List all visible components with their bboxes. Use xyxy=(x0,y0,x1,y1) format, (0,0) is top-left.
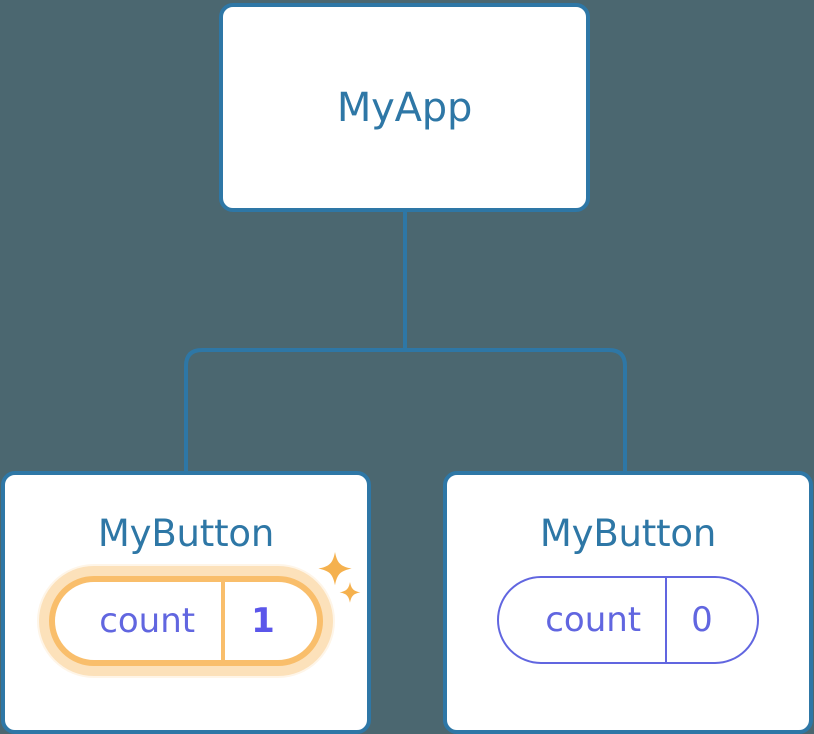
node-mybutton-2[interactable]: MyButton count 0 xyxy=(443,471,813,734)
node-mybutton-1[interactable]: MyButton count 1 xyxy=(1,471,371,734)
state-pill-count-1[interactable]: count 1 xyxy=(49,576,323,666)
state-value-1: 1 xyxy=(251,601,275,641)
state-key-1: count xyxy=(99,601,196,641)
node-mybutton-2-label: MyButton xyxy=(539,512,717,555)
state-pill-wrapper-1: count 1 xyxy=(49,552,361,666)
state-pill-divider-1 xyxy=(221,582,226,660)
connector-branch-left xyxy=(184,348,405,473)
node-myapp[interactable]: MyApp xyxy=(219,3,590,212)
sparkle-large-icon xyxy=(318,552,352,586)
state-value-2: 0 xyxy=(691,600,713,640)
sparkle-small-icon xyxy=(339,582,361,603)
connector-branch-right xyxy=(405,348,627,473)
node-myapp-label: MyApp xyxy=(336,84,473,131)
state-pill-wrapper-2: count 0 xyxy=(497,576,759,664)
state-key-2: count xyxy=(545,600,642,640)
state-pill-count-2[interactable]: count 0 xyxy=(497,576,759,664)
state-pill-divider-2 xyxy=(665,578,668,662)
node-mybutton-1-label: MyButton xyxy=(97,512,275,555)
